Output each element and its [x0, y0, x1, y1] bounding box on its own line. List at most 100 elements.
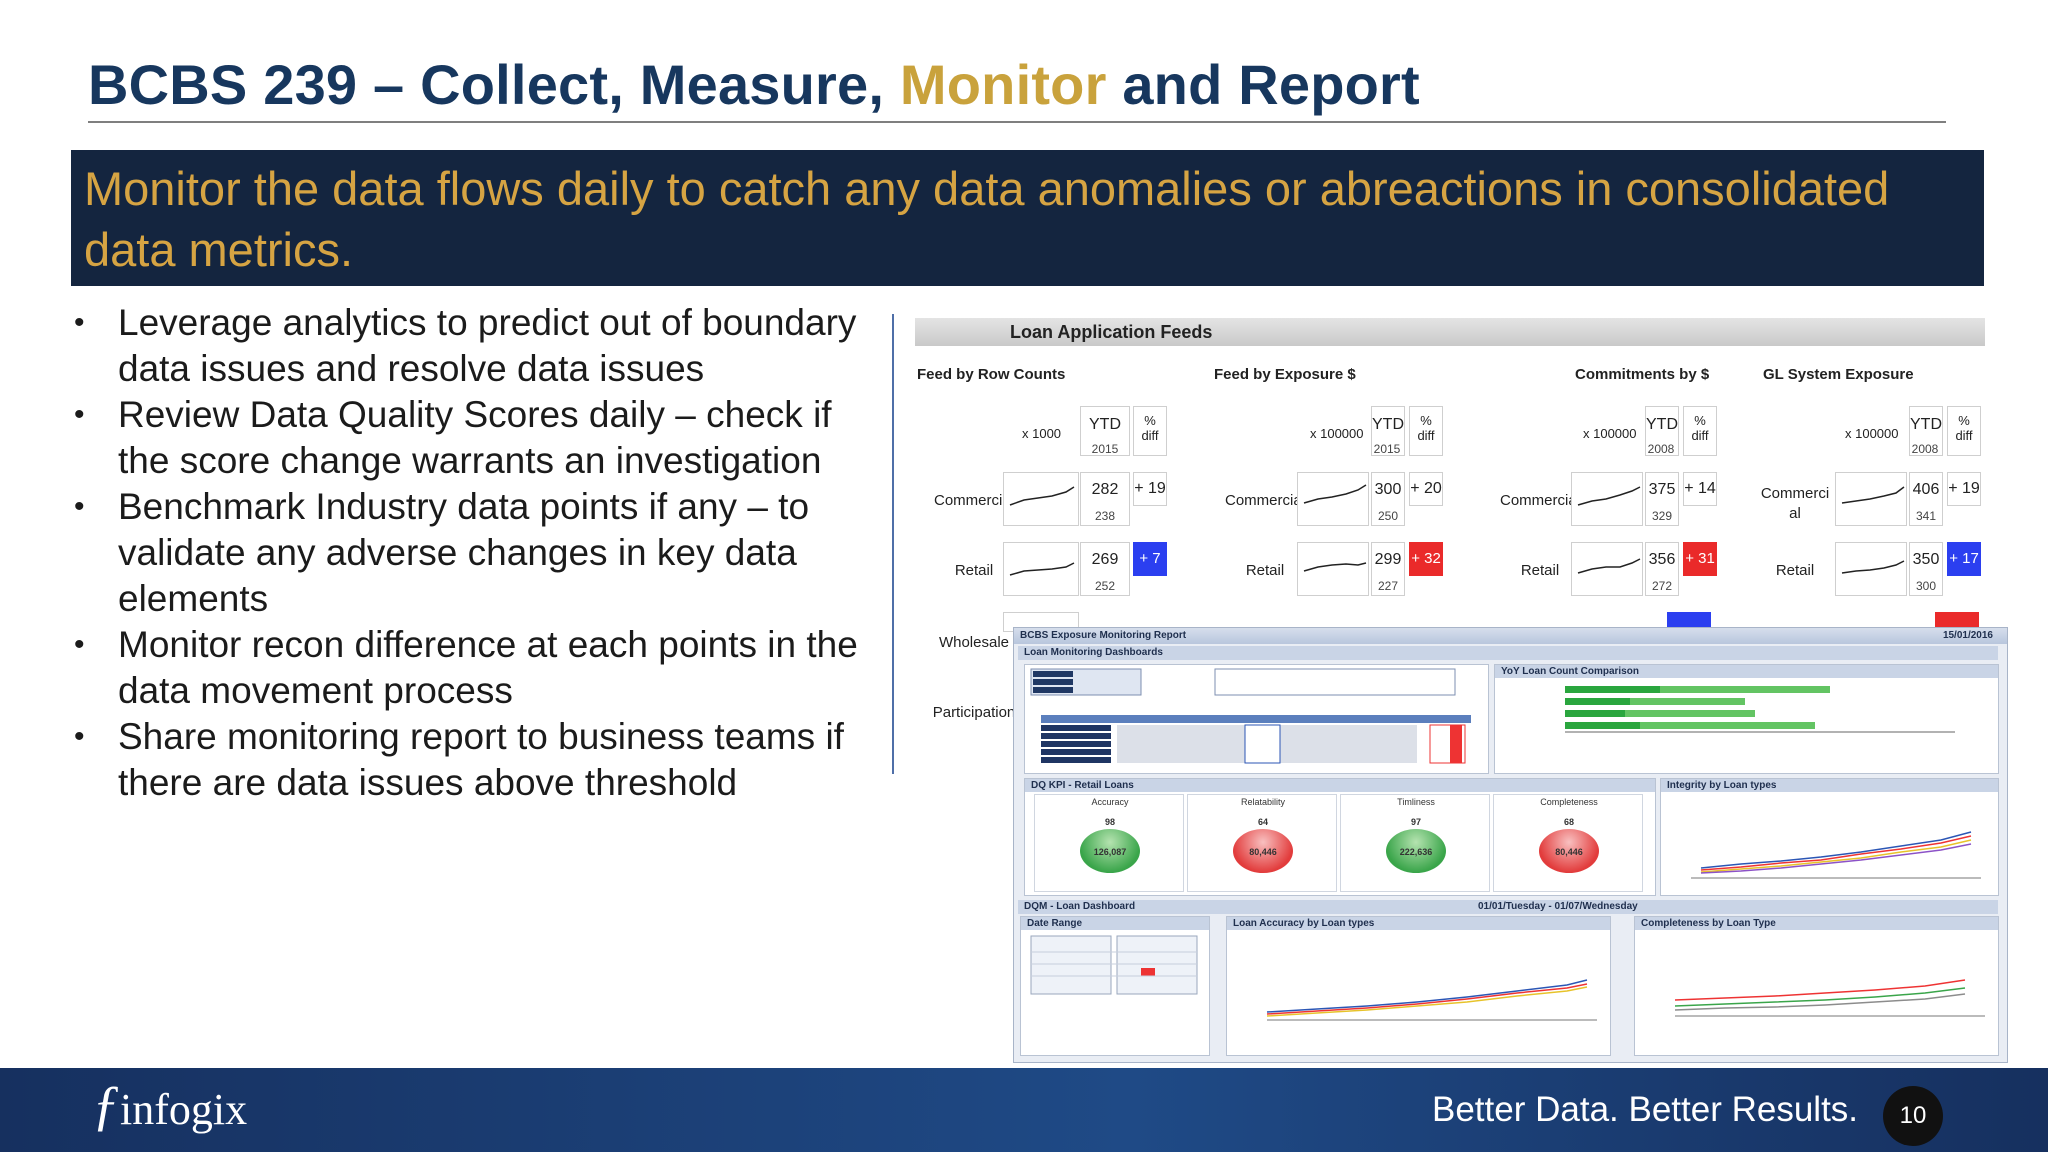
delta-cell: + 14 — [1683, 472, 1717, 506]
sparkline-cell — [1835, 472, 1907, 526]
title-rule — [88, 121, 1946, 123]
kpi-gauge — [1386, 829, 1446, 873]
diff-header: % diff — [1947, 406, 1981, 456]
kpi-score: 64 — [1257, 817, 1268, 827]
kpi-score: 68 — [1563, 817, 1574, 827]
feeds-title: Loan Application Feeds — [1010, 322, 1213, 342]
section-unit: x 100000 — [1845, 426, 1899, 441]
yoy-bar-chart — [1565, 686, 1955, 733]
bullet-icon: • — [74, 306, 85, 339]
prev-value: 238 — [1094, 509, 1116, 523]
bullet-text: Monitor recon difference at each points … — [118, 624, 858, 711]
accuracy-header: Loan Accuracy by Loan types — [1227, 917, 1610, 930]
ytd-label: YTD — [1910, 416, 1942, 433]
row-label: Retail — [1520, 562, 1560, 579]
row-label: Commercial — [933, 492, 1014, 509]
sparkline — [1841, 486, 1905, 504]
kpi-count: 80,446 — [1555, 847, 1583, 857]
sparkline-cell — [1003, 542, 1079, 596]
sparkline — [1303, 562, 1367, 572]
bullet-icon: • — [74, 398, 85, 431]
prev-value: 272 — [1651, 579, 1673, 593]
loan-table — [1030, 668, 1471, 764]
slide-title: BCBS 239 – Collect, Measure, Monitor and… — [88, 52, 1420, 117]
section-unit: x 1000 — [1022, 426, 1062, 441]
bullet-item: •Monitor recon difference at each points… — [72, 622, 872, 714]
infogix-logo-icon: ƒ — [92, 1075, 120, 1137]
row-label: Retail — [1775, 562, 1815, 579]
row-label: Commercial — [1224, 492, 1305, 509]
year-label: 2008 — [1647, 442, 1675, 456]
bullet-item: •Review Data Quality Scores daily – chec… — [72, 392, 872, 484]
completeness-panel: Completeness by Loan Type — [1634, 916, 1999, 1056]
delta-cell: + 19 — [1947, 472, 1981, 506]
infogix-logo-text: infogix — [120, 1085, 248, 1134]
kpi-label: Completeness — [1540, 797, 1598, 807]
sparkline — [1577, 558, 1641, 574]
row-label: Wholesale — [938, 634, 1010, 651]
report-title: BCBS Exposure Monitoring Report — [1020, 630, 1187, 641]
bullet-item: • Leverage analytics to predict out of bo… — [72, 300, 872, 392]
ytd-label: YTD — [1089, 416, 1121, 433]
banner: Monitor the data flows daily to catch an… — [71, 150, 1984, 286]
bullet-icon: • — [74, 720, 85, 753]
yoy-header: YoY Loan Count Comparison — [1495, 665, 1998, 678]
value: 299 — [1374, 551, 1402, 568]
value: 406 — [1912, 481, 1940, 498]
bullet-list: • Leverage analytics to predict out of bo… — [72, 300, 872, 806]
prev-value: 252 — [1094, 579, 1116, 593]
diff-header: % diff — [1683, 406, 1717, 456]
footer-bar: ƒ infogix Better Data. Better Results. — [0, 1068, 2048, 1152]
prev-value: 250 — [1377, 509, 1399, 523]
ytd-label: YTD — [1646, 416, 1678, 433]
delta-badge-partial — [1667, 612, 1711, 630]
ytd-label: YTD — [1372, 416, 1404, 433]
row-label: Commercial — [1499, 492, 1580, 509]
section-unit: x 100000 — [1583, 426, 1637, 441]
loan-table-panel — [1024, 664, 1489, 774]
ytd-header: YTD — [1371, 406, 1405, 456]
ytd-header: YTD — [1909, 406, 1943, 456]
value-cell: 300 250 — [1371, 472, 1405, 526]
kpi-gauges: Accuracy 98 126,087 Relatability 64 80,4… — [1034, 794, 1646, 892]
value: 269 — [1091, 551, 1119, 568]
integrity-panel: Integrity by Loan types — [1660, 778, 1999, 896]
value: 300 — [1374, 481, 1402, 498]
kpi-gauge — [1539, 829, 1599, 873]
sparkline — [1577, 486, 1641, 506]
value-cell: 350 300 — [1909, 542, 1943, 596]
year-label: 2008 — [1911, 442, 1939, 456]
value: 350 — [1912, 551, 1940, 568]
kpi-count: 126,087 — [1093, 847, 1127, 857]
bullet-text: Leverage analytics to predict out of bou… — [118, 302, 857, 389]
banner-text: Monitor the data flows daily to catch an… — [84, 162, 1890, 276]
value-cell: 269 252 — [1080, 542, 1130, 596]
kpi-timliness: Timliness 97 222,636 — [1340, 794, 1490, 892]
value: 282 — [1091, 481, 1119, 498]
sparkline-cell — [1835, 542, 1907, 596]
kpi-score: 97 — [1410, 817, 1421, 827]
kpi-header: DQ KPI - Retail Loans — [1025, 779, 1655, 792]
dashboards-header: Loan Monitoring Dashboards — [1018, 646, 1998, 660]
year-label: 2015 — [1373, 442, 1401, 456]
row-label: Commerci al — [1760, 485, 1830, 522]
row-label: Retail — [1245, 562, 1285, 579]
accuracy-line-chart — [1266, 979, 1597, 1021]
title-accent: Monitor — [899, 53, 1107, 116]
sparkline — [1009, 486, 1075, 506]
delta-badge: + 7 — [1133, 542, 1167, 576]
year-label: 2015 — [1091, 442, 1119, 456]
sparkline — [1009, 562, 1075, 576]
dqm-range: 01/01/Tuesday - 01/07/Wednesday — [1478, 901, 1638, 912]
section-title: Feed by Exposure $ — [1214, 366, 1356, 383]
sparkline-cell — [1571, 542, 1643, 596]
delta-badge-partial — [1935, 612, 1979, 630]
delta-badge: + 17 — [1947, 542, 1981, 576]
completeness-header: Completeness by Loan Type — [1635, 917, 1998, 930]
delta-cell: + 19 — [1133, 472, 1167, 506]
title-part2: and Report — [1106, 53, 1420, 116]
prev-value: 300 — [1915, 579, 1937, 593]
